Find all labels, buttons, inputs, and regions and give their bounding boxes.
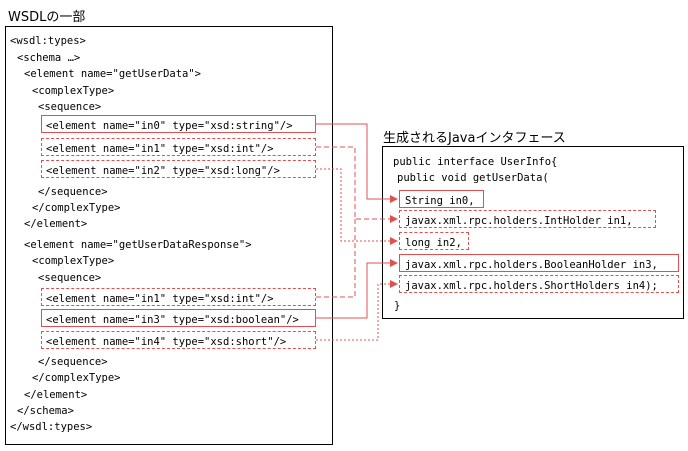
- java-in0-box: [399, 190, 484, 208]
- wsdl-line-6: <element name="in1" type="xsd:int"/>: [46, 143, 274, 155]
- wsdl-line-3: <complexType>: [32, 85, 115, 97]
- wsdl-line-16: <element name="in4" type="xsd:short"/>: [46, 336, 287, 348]
- connector-in0: [316, 123, 398, 203]
- java-panel: [382, 146, 684, 319]
- wsdl-line-9: </complexType>: [32, 202, 121, 214]
- wsdl-line-18: </complexType>: [32, 372, 121, 384]
- wsdl-line-4: <sequence>: [38, 101, 102, 113]
- java-line-3: javax.xml.rpc.holders.IntHolder in1,: [405, 215, 633, 227]
- java-in1-box: [399, 210, 656, 228]
- wsdl-line-8: </sequence>: [38, 186, 108, 198]
- connector-in1-request: [316, 146, 398, 223]
- java-in2-box: [399, 232, 469, 250]
- wsdl-line-12: <complexType>: [32, 255, 115, 267]
- wsdl-panel: [5, 26, 333, 445]
- java-in3-box: [399, 254, 679, 272]
- wsdl-line-19: </element>: [24, 389, 88, 401]
- java-line-7: }: [394, 300, 401, 312]
- wsdl-line-0: <wsdl:types>: [10, 35, 86, 47]
- wsdl-line-14: <element name="in1" type="xsd:int"/>: [46, 293, 274, 305]
- wsdl-line-11: <element name="getUserDataResponse">: [24, 239, 252, 251]
- wsdl-line-1: <schema …>: [17, 52, 81, 64]
- java-title: 生成されるJavaインタフェース: [383, 131, 566, 146]
- wsdl-line-13: <sequence>: [38, 272, 102, 284]
- wsdl-line-15: <element name="in3" type="xsd:boolean"/>: [46, 314, 299, 326]
- wsdl-in1-request-box: [41, 138, 316, 156]
- wsdl-in3-box: [41, 309, 316, 327]
- wsdl-line-21: </wsdl:types>: [10, 421, 93, 433]
- connector-in4: [316, 280, 398, 341]
- java-in4-box: [399, 275, 679, 293]
- java-line-5: javax.xml.rpc.holders.BooleanHolder in3,: [405, 259, 658, 271]
- java-line-2: String in0,: [405, 195, 475, 207]
- connector-in1-response: [316, 219, 356, 298]
- wsdl-line-10: </element>: [24, 218, 88, 230]
- wsdl-line-2: <element name="getUserData">: [24, 68, 202, 80]
- java-line-0: public interface UserInfo{: [393, 156, 558, 168]
- connector-in3: [316, 259, 398, 319]
- wsdl-in4-box: [41, 331, 316, 349]
- wsdl-in0-box: [41, 115, 316, 133]
- wsdl-in2-box: [41, 160, 316, 178]
- wsdl-line-5: <element name="in0" type="xsd:string"/>: [46, 120, 293, 132]
- java-line-6: javax.xml.rpc.holders.ShortHolders in4);: [405, 280, 658, 292]
- wsdl-line-17: </sequence>: [38, 356, 108, 368]
- wsdl-line-7: <element name="in2" type="xsd:long"/>: [46, 165, 280, 177]
- wsdl-in1-response-box: [41, 288, 316, 306]
- wsdl-line-20: </schema>: [17, 405, 74, 417]
- java-line-4: long in2,: [405, 237, 462, 249]
- wsdl-title: WSDLの一部: [8, 10, 86, 25]
- java-line-1: public void getUserData(: [397, 172, 549, 184]
- connector-in2: [316, 168, 398, 245]
